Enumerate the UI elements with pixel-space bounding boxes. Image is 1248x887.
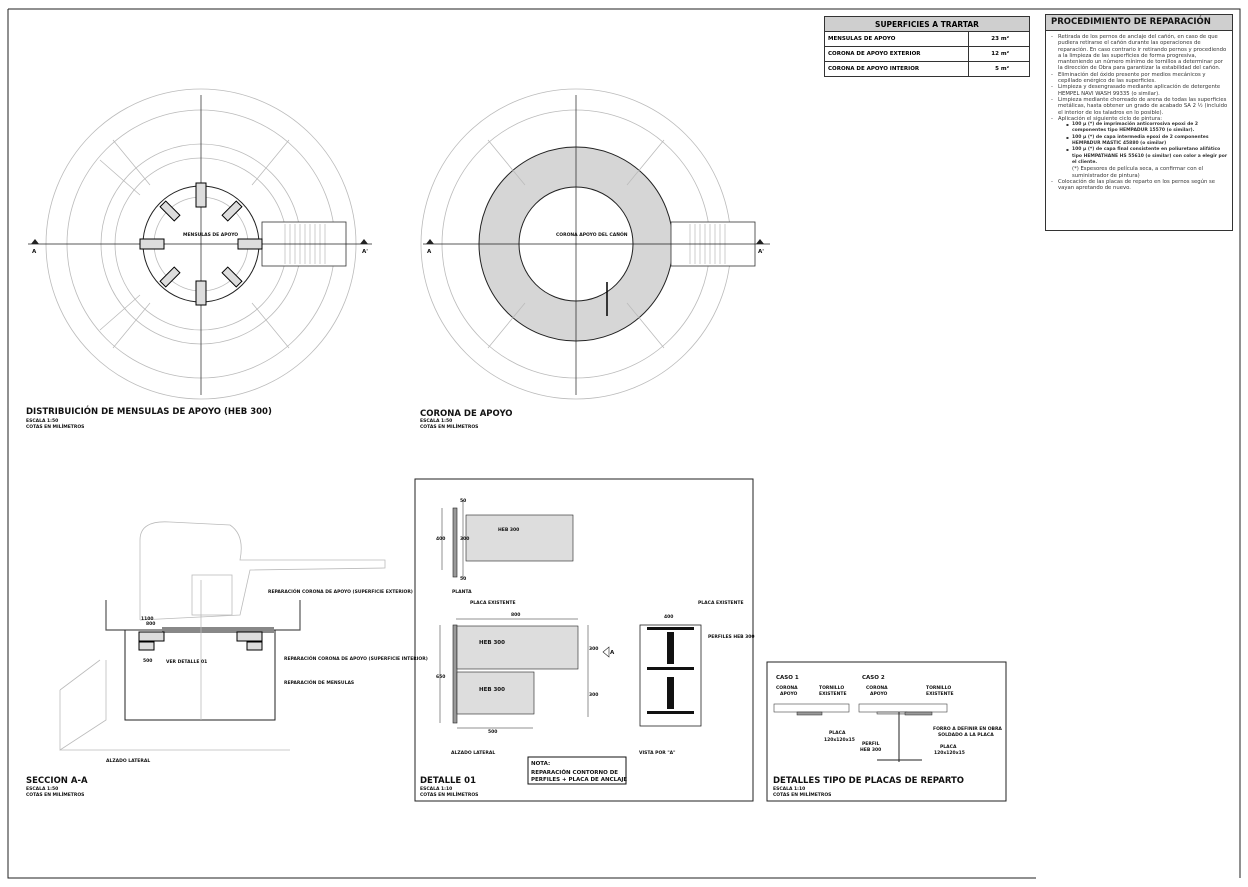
dim-label: 500 bbox=[488, 729, 497, 735]
alzado-label: ALZADO LATERAL bbox=[451, 750, 495, 756]
detail01-title: DETALLE 01 bbox=[420, 776, 476, 786]
procedure-step: Limpieza mediante chorreado de arena de … bbox=[1051, 97, 1228, 116]
section-note: REPARACIÓN CORONA DE APOYO (SUPERFICIE E… bbox=[268, 588, 413, 595]
view-arrow-label: A bbox=[610, 650, 615, 656]
procedure-step-text: Aplicación el siguiente ciclo de pintura… bbox=[1058, 115, 1163, 122]
tornillo-label: EXISTENTE bbox=[926, 691, 954, 697]
dim-label: 1100 bbox=[141, 616, 154, 622]
plan1-center-label: MENSULAS DE APOYO bbox=[183, 232, 238, 238]
dim-label: 50 bbox=[460, 498, 466, 504]
profile-label: HEB 300 bbox=[498, 527, 519, 533]
plan1-title: DISTRIBUICIÓN DE MENSULAS DE APOYO (HEB … bbox=[26, 405, 272, 417]
plan2-title: CORONA DE APOYO bbox=[420, 409, 513, 419]
paint-step: 100 µ (*) de imprimación anticorrosiva e… bbox=[1066, 122, 1228, 135]
section-view-label: ALZADO LATERAL bbox=[106, 758, 150, 764]
surface-value: 5 m² bbox=[968, 61, 1030, 77]
dim-label: 300 bbox=[460, 536, 469, 542]
plates-title: DETALLES TIPO DE PLACAS DE REPARTO bbox=[773, 776, 964, 786]
perfil-label: HEB 300 bbox=[860, 747, 881, 753]
detail01-units: COTAS EN MILÍMETROS bbox=[420, 790, 478, 798]
paint-step: 100 µ (*) de capa final consistente en p… bbox=[1066, 147, 1228, 166]
surface-name: CORONA DE APOYO INTERIOR bbox=[823, 61, 970, 77]
perfiles-label: PERFILES HEB 300 bbox=[708, 634, 755, 640]
corona-label: APOYO bbox=[870, 691, 888, 697]
procedure-step: Eliminación del óxido presente por medio… bbox=[1051, 72, 1228, 85]
dim-label: 50 bbox=[460, 576, 466, 582]
detail-01: HEB 300 400 300 50 50 PLANTA PLACA EXIST… bbox=[414, 478, 755, 802]
placa-label: 120x120x15 bbox=[824, 737, 855, 743]
note-text: REPARACIÓN CONTORNO DE bbox=[531, 769, 618, 776]
procedure-step: Colocación de las placas de reparto en l… bbox=[1051, 179, 1228, 192]
cut-label-right: A' bbox=[758, 249, 764, 255]
plates-scale: ESCALA 1:10 bbox=[773, 786, 805, 792]
plan2-units: COTAS EN MILÍMETROS bbox=[420, 422, 478, 430]
caso2-label: CASO 2 bbox=[862, 675, 885, 681]
section-note: VER DETALLE 01 bbox=[166, 659, 207, 665]
perfil-label: PERFIL bbox=[862, 741, 880, 747]
section-note: REPARACIÓN DE MENSULAS bbox=[284, 679, 354, 686]
placa-label: PLACA bbox=[940, 744, 957, 750]
corona-label: APOYO bbox=[780, 691, 798, 697]
tornillo-label: TORNILLO bbox=[819, 685, 844, 691]
dim-label: 650 bbox=[436, 674, 445, 680]
planta-label: PLANTA bbox=[452, 589, 472, 595]
procedure-title: PROCEDIMIENTO DE REPARACIÓN bbox=[1046, 15, 1232, 31]
placa-label: 120x120x15 bbox=[934, 750, 965, 756]
profile-label: HEB 300 bbox=[479, 640, 505, 646]
dim-label: 300 bbox=[589, 692, 598, 698]
vista-label: VISTA POR "A" bbox=[639, 750, 676, 756]
note-title: NOTA: bbox=[531, 761, 550, 767]
plates-detail: CASO 1 CASO 2 CORONA APOYO TORNILLO EXIS… bbox=[766, 661, 1007, 802]
section-note: REPARACIÓN CORONA DE APOYO (SUPERFICIE I… bbox=[284, 655, 428, 662]
procedure-step: Limpieza y desengrasado mediante aplicac… bbox=[1051, 84, 1228, 97]
plan2-scale: ESCALA 1:50 bbox=[420, 418, 452, 424]
note-text: PERFILES + PLACA DE ANCLAJE bbox=[531, 777, 627, 783]
tornillo-label: EXISTENTE bbox=[819, 691, 847, 697]
section-title: SECCION A-A bbox=[26, 776, 88, 786]
plan-corona: CORONA APOYO DEL CAÑÓN A A' bbox=[420, 88, 770, 400]
profile-label: HEB 300 bbox=[479, 687, 505, 693]
paint-note: (*) Espesores de película seca, a confir… bbox=[1072, 166, 1204, 179]
caso1-label: CASO 1 bbox=[776, 675, 799, 681]
dim-label: 500 bbox=[143, 658, 152, 664]
placa-label: PLACA EXISTENTE bbox=[698, 600, 744, 606]
plates-units: COTAS EN MILÍMETROS bbox=[773, 790, 831, 798]
surfaces-table-title: SUPERFICIES A TRARTAR bbox=[824, 16, 1030, 32]
placa-label: PLACA EXISTENTE bbox=[470, 600, 516, 606]
plan-mensulas: MENSULAS DE APOYO A A' bbox=[28, 88, 372, 400]
dim-label: 400 bbox=[664, 614, 673, 620]
paint-step: 100 µ (*) de capa intermedia epoxi de 2 … bbox=[1066, 135, 1228, 148]
section-scale: ESCALA 1:50 bbox=[26, 786, 58, 792]
plan2-center-label: CORONA APOYO DEL CAÑÓN bbox=[556, 231, 628, 238]
cut-label-right: A' bbox=[362, 249, 368, 255]
forro-label: SOLDADO A LA PLACA bbox=[938, 732, 994, 738]
plan1-scale: ESCALA 1:50 bbox=[26, 418, 58, 424]
procedure-box: PROCEDIMIENTO DE REPARACIÓN Retirada de … bbox=[1045, 14, 1233, 231]
forro-label: FORRO A DEFINIR EN OBRA bbox=[933, 726, 1002, 732]
dim-label: 400 bbox=[436, 536, 445, 542]
cut-label-left: A bbox=[32, 249, 37, 255]
section-aa: 1100 800 500 REPARACIÓN CORONA DE APOYO … bbox=[59, 521, 428, 764]
dim-label: 300 bbox=[589, 646, 598, 652]
corona-label: CORONA bbox=[776, 685, 798, 691]
dim-label: 800 bbox=[146, 621, 155, 627]
corona-label: CORONA bbox=[866, 685, 888, 691]
dim-label: 800 bbox=[511, 612, 520, 618]
placa-label: PLACA bbox=[829, 730, 846, 736]
sheet-frame bbox=[7, 8, 1241, 879]
detail01-scale: ESCALA 1:10 bbox=[420, 786, 452, 792]
cut-label-left: A bbox=[427, 249, 432, 255]
tornillo-label: TORNILLO bbox=[926, 685, 951, 691]
section-units: COTAS EN MILÍMETROS bbox=[26, 790, 84, 798]
plan1-units: COTAS EN MILÍMETROS bbox=[26, 422, 84, 430]
procedure-step: Retirada de los pernos de anclaje del ca… bbox=[1051, 34, 1228, 72]
procedure-step: Aplicación el siguiente ciclo de pintura… bbox=[1051, 115, 1228, 179]
